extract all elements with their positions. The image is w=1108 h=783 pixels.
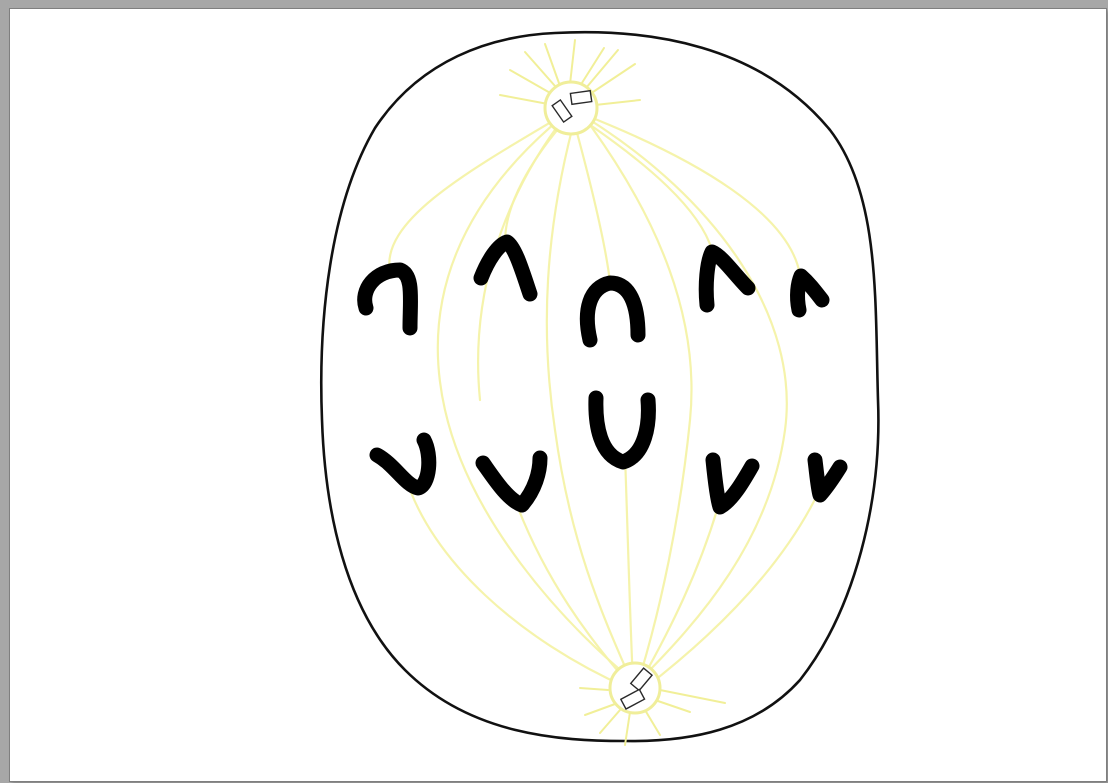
upper-centrosome	[545, 82, 597, 134]
upper-centriole-2	[570, 91, 591, 105]
lower-centrosome	[610, 663, 660, 713]
